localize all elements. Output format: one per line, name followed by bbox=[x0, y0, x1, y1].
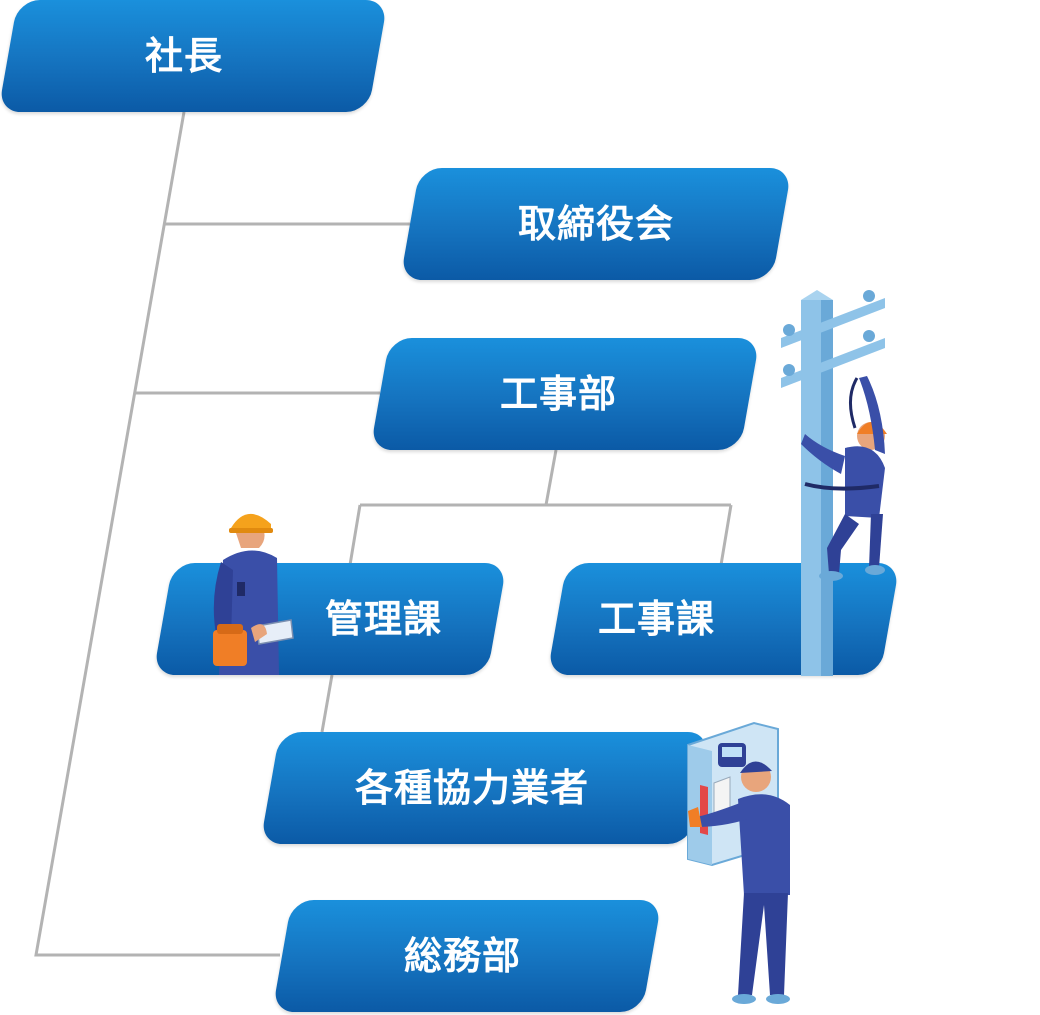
connector-main-trunk bbox=[34, 111, 280, 957]
label-president: 社長 bbox=[145, 34, 224, 78]
electrician-at-panel-icon bbox=[687, 721, 790, 1004]
label-construction-section: 工事課 bbox=[598, 597, 716, 641]
label-construction-dept: 工事部 bbox=[500, 372, 618, 416]
connector-partners bbox=[320, 674, 334, 733]
site-supervisor-icon bbox=[213, 513, 294, 675]
lineman-on-pole-icon bbox=[781, 290, 887, 676]
label-board: 取締役会 bbox=[518, 202, 675, 246]
label-partner-contractors: 各種協力業者 bbox=[355, 766, 590, 810]
label-management-section: 管理課 bbox=[325, 597, 443, 641]
connector-construction-branch bbox=[348, 449, 733, 566]
label-general-affairs: 総務部 bbox=[404, 934, 522, 978]
